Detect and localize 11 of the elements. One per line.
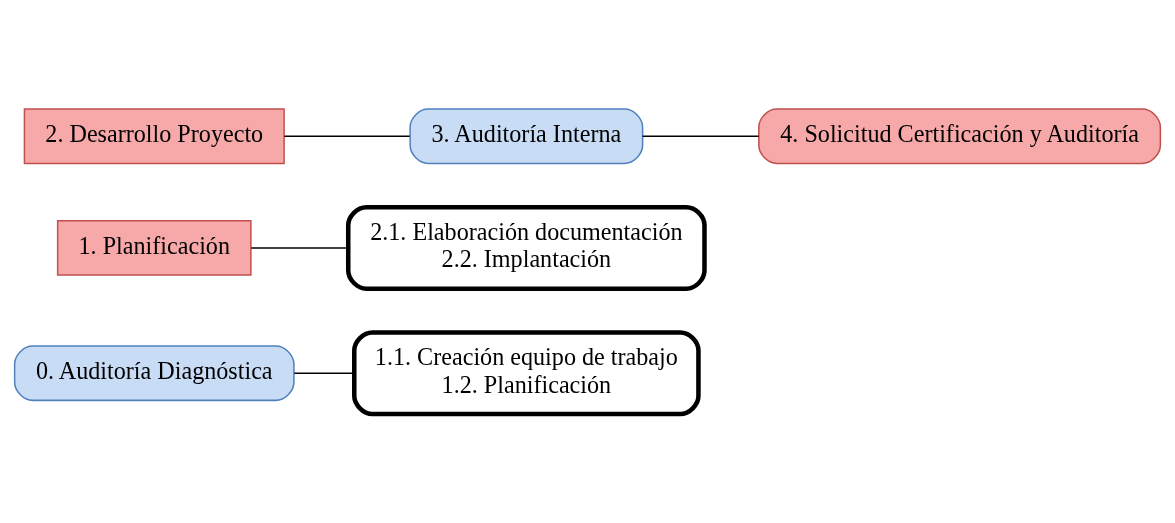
node-box: 2. Desarrollo Proyecto bbox=[23, 108, 285, 165]
node-box: 1. Planificación bbox=[56, 220, 252, 276]
node-box: 0. Auditoría Diagnóstica bbox=[13, 345, 295, 402]
connector bbox=[641, 135, 760, 137]
node-box: 3. Auditoría Interna bbox=[409, 108, 644, 165]
node-box: 1.1. Creación equipo de trabajo 1.2. Planificación bbox=[352, 330, 701, 417]
connector bbox=[283, 135, 411, 137]
connector bbox=[250, 247, 349, 249]
connector bbox=[293, 372, 355, 374]
node-box: 2.1. Elaboración documentación 2.2. Implantación bbox=[345, 204, 707, 291]
node-box: 4. Solicitud Certificación y Auditoría bbox=[758, 108, 1162, 165]
